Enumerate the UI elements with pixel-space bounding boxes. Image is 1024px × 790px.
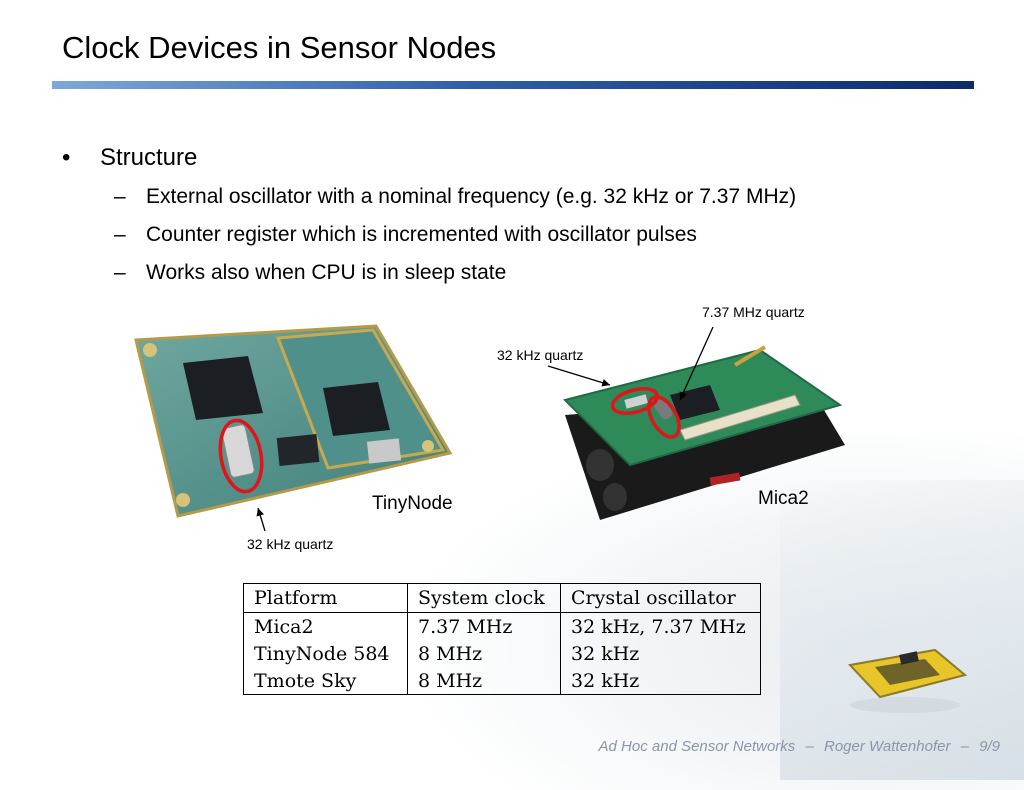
table-header: Crystal oscillator <box>560 583 761 613</box>
tinynode-board-image <box>134 324 453 518</box>
subitem-text: Works also when CPU is in sleep state <box>146 261 507 284</box>
table-cell: TinyNode 584 <box>243 640 408 667</box>
slide-footer: Ad Hoc and Sensor Networks – Roger Watte… <box>593 738 1000 755</box>
label-mica2-32khz-quartz: 32 kHz quartz <box>497 347 584 363</box>
label-tinynode: TinyNode <box>372 493 453 514</box>
footer-page-number: 9/9 <box>979 738 1000 755</box>
label-mica2: Mica2 <box>758 488 809 509</box>
footer-separator: – <box>960 738 969 755</box>
bullet-text: Structure <box>100 144 198 171</box>
subitem-marker: – <box>114 223 126 246</box>
table-cell: 8 MHz <box>407 640 561 667</box>
subitem-marker: – <box>114 261 126 284</box>
table-header: Platform <box>243 583 408 613</box>
footer-course: Ad Hoc and Sensor Networks <box>598 738 796 755</box>
footer-author: Roger Wattenhofer <box>823 738 951 755</box>
background-snow-slope <box>780 480 1024 780</box>
subitem-marker: – <box>114 185 126 208</box>
bullet-marker: • <box>62 144 71 171</box>
table-cell: 32 kHz <box>571 642 640 665</box>
table-cell: 8 MHz <box>407 667 561 695</box>
table-cell: 32 kHz, 7.37 MHz <box>571 615 746 638</box>
table-cell: Mica2 <box>243 612 408 640</box>
sensor-device-image <box>848 648 968 713</box>
subitem-text: External oscillator with a nominal frequ… <box>146 185 797 208</box>
table-header: System clock <box>407 583 561 613</box>
subitem-text: Counter register which is incremented wi… <box>146 223 697 246</box>
table-cell: 7.37 MHz <box>407 612 561 640</box>
table-row: Mica2 7.37 MHz 32 kHz, 7.37 MHz <box>243 612 761 640</box>
label-mica2-737mhz-quartz: 7.37 MHz quartz <box>702 304 805 320</box>
table-row: TinyNode 584 8 MHz 32 kHz <box>243 640 761 667</box>
table-cell: Tmote Sky <box>243 667 408 695</box>
slide-title: Clock Devices in Sensor Nodes <box>62 30 497 65</box>
footer-separator: – <box>805 738 814 755</box>
title-underline-bar <box>52 81 974 89</box>
table-header-row: Platform System clock Crystal oscillator <box>243 583 761 613</box>
clock-comparison-table: Platform System clock Crystal oscillator… <box>243 583 761 695</box>
table-cell: 32 kHz <box>571 669 640 692</box>
label-tinynode-quartz: 32 kHz quartz <box>247 536 334 552</box>
table-row: Tmote Sky 8 MHz 32 kHz <box>243 667 761 695</box>
